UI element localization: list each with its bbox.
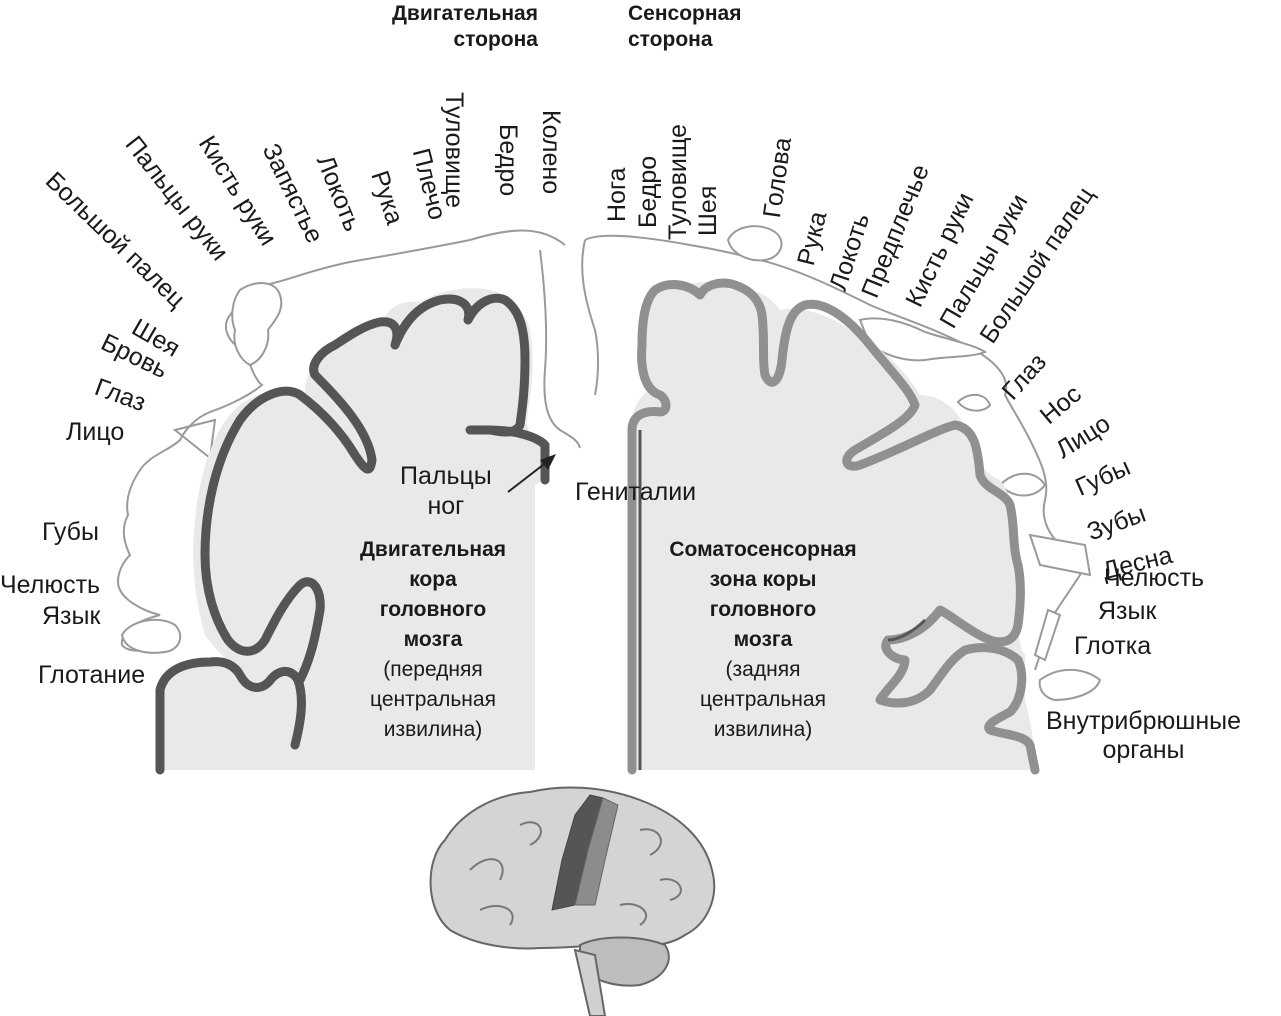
motor-label-tongue: Язык bbox=[42, 602, 101, 630]
motor-label-swallowing: Глотание bbox=[38, 661, 146, 689]
sensory-pharynx-outline bbox=[1033, 608, 1062, 662]
motor-label-lips: Губы bbox=[42, 518, 99, 546]
sensory-label-intra-abdominal: Внутрибрюшные органы bbox=[1046, 707, 1241, 765]
sensory-label-pharynx: Глотка bbox=[1074, 632, 1152, 660]
sensory-caption-sub-2: центральная bbox=[700, 688, 826, 711]
motor-label-hip: Бедро bbox=[494, 124, 522, 197]
sensory-label-neck: Шея bbox=[694, 185, 722, 236]
motor-label-jaw: Челюсть bbox=[0, 571, 101, 599]
sensory-label-hip: Бедро bbox=[634, 155, 662, 228]
sensory-cortex-caption: Соматосенсорная зона коры головного мозг… bbox=[630, 535, 896, 745]
motor-tongue-outline bbox=[120, 618, 182, 654]
sensory-organs-outline bbox=[1038, 668, 1102, 702]
motor-label-knee: Колено bbox=[537, 110, 565, 195]
motor-cortex-border bbox=[155, 293, 550, 775]
sensory-inner-border bbox=[638, 430, 927, 770]
sensory-label-trunk: Туловище bbox=[664, 123, 692, 240]
motor-side-header-line2: сторона bbox=[453, 28, 538, 51]
sensory-caption-sub-3: извилина) bbox=[713, 718, 813, 741]
motor-caption-title-2: кора bbox=[409, 568, 457, 591]
motor-homunculus-outline bbox=[117, 229, 566, 652]
sensory-label-intra-abdominal-line2: органы bbox=[1102, 736, 1185, 764]
sensory-label-intra-abdominal-line1: Внутрибрюшные bbox=[1046, 707, 1242, 735]
sensory-head-outline bbox=[726, 225, 783, 262]
small-brain-sensory-strip bbox=[574, 797, 619, 906]
sensory-cortex-section bbox=[631, 282, 1035, 770]
motor-side-header-line1: Двигательная bbox=[391, 2, 538, 25]
sensory-caption-title-2: зона коры bbox=[709, 568, 817, 591]
motor-label-toes-line1: Пальцы bbox=[400, 462, 492, 490]
sensory-caption-title-4: мозга bbox=[733, 628, 793, 651]
sensory-side-header-line2: сторона bbox=[628, 28, 713, 51]
toes-arrow-head bbox=[540, 454, 556, 470]
sensory-label-jaw: Челюсть bbox=[1104, 564, 1205, 592]
sensory-caption-sub-1: (задняя bbox=[725, 658, 801, 681]
sensory-side-header-line1: Сенсорная bbox=[628, 2, 742, 25]
sensory-side-header: Сенсорная сторона bbox=[628, 1, 741, 53]
motor-caption-title-1: Двигательная bbox=[359, 538, 507, 561]
sensory-label-leg: Нога bbox=[603, 167, 631, 222]
motor-hand-outline bbox=[231, 282, 283, 367]
sensory-teeth-outline bbox=[1028, 533, 1092, 577]
motor-caption-title-3: головного bbox=[379, 598, 487, 621]
sensory-caption-title-1: Соматосенсорная bbox=[669, 538, 857, 561]
motor-caption-sub-1: (передняя bbox=[383, 658, 483, 681]
motor-side-header: Двигательная сторона bbox=[350, 1, 538, 53]
sensory-eye-outline bbox=[956, 393, 992, 412]
sensory-label-tongue: Язык bbox=[1098, 597, 1157, 625]
motor-caption-title-4: мозга bbox=[403, 628, 463, 651]
sensory-leg-outline bbox=[581, 239, 600, 396]
motor-label-toes: Пальцы ног bbox=[400, 461, 492, 521]
sensory-label-genitals: Гениталии bbox=[575, 478, 697, 506]
motor-caption-sub-3: извилина) bbox=[383, 718, 483, 741]
sensory-hand-outline bbox=[858, 317, 988, 362]
motor-label-toes-line2: ног bbox=[427, 492, 465, 520]
small-brain-stem bbox=[573, 948, 607, 1016]
motor-cortex-caption: Двигательная кора головного мозга (перед… bbox=[326, 535, 540, 745]
small-brain-gyri bbox=[469, 821, 682, 926]
sensory-caption-title-3: головного bbox=[709, 598, 817, 621]
sensory-lips-outline bbox=[998, 472, 1047, 497]
motor-leg-outline bbox=[539, 249, 581, 449]
sensory-cortex-border bbox=[627, 278, 1040, 775]
motor-caption-sub-2: центральная bbox=[370, 688, 496, 711]
motor-face-outline bbox=[172, 418, 217, 460]
motor-label-face: Лицо bbox=[66, 418, 125, 446]
